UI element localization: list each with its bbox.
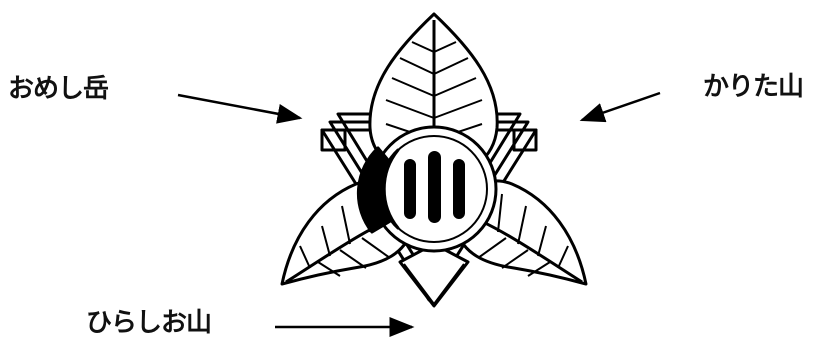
arrow-top-right <box>582 93 660 120</box>
center-glyph <box>405 152 464 222</box>
arrow-top-left <box>178 95 300 118</box>
emblem <box>282 14 586 306</box>
